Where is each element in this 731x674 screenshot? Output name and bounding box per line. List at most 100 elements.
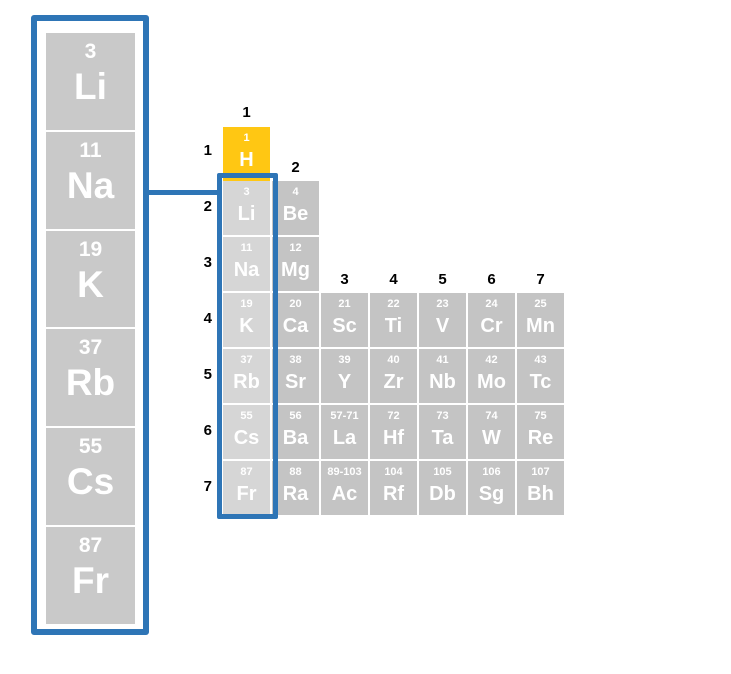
atomic-number: 87 bbox=[78, 534, 103, 558]
atomic-number: 87 bbox=[240, 466, 253, 478]
element-symbol: Ta bbox=[431, 427, 454, 449]
element-symbol: Y bbox=[337, 371, 352, 393]
atomic-number: 12 bbox=[289, 242, 302, 254]
atomic-number: 20 bbox=[289, 298, 302, 310]
element-symbol: Ba bbox=[282, 427, 309, 449]
atomic-number: 89-103 bbox=[327, 466, 362, 478]
group-label-6: 6 bbox=[487, 271, 496, 288]
atomic-number: 42 bbox=[485, 354, 498, 366]
atomic-number: 73 bbox=[436, 410, 449, 422]
element-symbol: Rb bbox=[233, 371, 260, 393]
element-symbol: Ra bbox=[282, 483, 309, 505]
element-symbol: Be bbox=[282, 203, 309, 225]
element-symbol: Cs bbox=[66, 461, 115, 503]
atomic-number: 19 bbox=[78, 237, 103, 261]
element-symbol: K bbox=[239, 315, 254, 337]
element-symbol: Fr bbox=[72, 560, 109, 602]
atomic-number: 39 bbox=[338, 354, 351, 366]
element-symbol: Zr bbox=[383, 371, 404, 393]
element-symbol: Db bbox=[429, 483, 456, 505]
atomic-number: 37 bbox=[78, 336, 103, 360]
atomic-number: 23 bbox=[436, 298, 449, 310]
group-label-7: 7 bbox=[536, 271, 545, 288]
element-symbol: Bh bbox=[527, 483, 554, 505]
period-label-7: 7 bbox=[203, 478, 212, 495]
element-symbol: Cs bbox=[233, 427, 260, 449]
element-symbol: Nb bbox=[429, 371, 456, 393]
atomic-number: 43 bbox=[534, 354, 547, 366]
atomic-number: 19 bbox=[240, 298, 253, 310]
hydrogen-cell-bottom-sliver bbox=[223, 178, 270, 181]
atomic-number: 40 bbox=[387, 354, 400, 366]
element-symbol: Mg bbox=[281, 259, 310, 281]
element-symbol: Tc bbox=[529, 371, 552, 393]
element-symbol: Ti bbox=[384, 315, 403, 337]
atomic-number: 3 bbox=[243, 186, 250, 198]
atomic-number: 22 bbox=[387, 298, 400, 310]
atomic-number: 88 bbox=[289, 466, 302, 478]
element-symbol: Cr bbox=[480, 315, 503, 337]
element-symbol: Sg bbox=[478, 483, 505, 505]
element-symbol: Sr bbox=[284, 371, 307, 393]
element-symbol: Hf bbox=[382, 427, 405, 449]
element-symbol: La bbox=[332, 427, 357, 449]
magnifier-connector-line bbox=[149, 190, 217, 195]
element-symbol: Ca bbox=[282, 315, 309, 337]
atomic-number: 4 bbox=[292, 186, 299, 198]
atomic-number: 107 bbox=[531, 466, 550, 478]
element-symbol: Li bbox=[237, 203, 256, 225]
element-symbol: H bbox=[239, 149, 254, 171]
atomic-number: 74 bbox=[485, 410, 498, 422]
atomic-number: 72 bbox=[387, 410, 400, 422]
atomic-number: 57-71 bbox=[330, 410, 359, 422]
atomic-number: 104 bbox=[384, 466, 403, 478]
atomic-number: 11 bbox=[240, 242, 253, 254]
element-symbol: Li bbox=[74, 66, 107, 107]
element-symbol: Ac bbox=[331, 483, 358, 505]
element-symbol: Na bbox=[66, 164, 115, 206]
group-label-5: 5 bbox=[438, 271, 447, 288]
atomic-number: 21 bbox=[338, 298, 351, 310]
atomic-number: 1 bbox=[243, 132, 250, 144]
group-label-2: 2 bbox=[291, 159, 300, 176]
element-symbol: Sc bbox=[332, 315, 357, 337]
element-symbol: Mn bbox=[526, 315, 555, 337]
atomic-number: 24 bbox=[485, 298, 498, 310]
atomic-number: 105 bbox=[433, 466, 452, 478]
atomic-number: 55 bbox=[78, 435, 103, 459]
period-label-3: 3 bbox=[203, 254, 212, 271]
atomic-number: 56 bbox=[289, 410, 302, 422]
period-label-4: 4 bbox=[203, 310, 212, 327]
